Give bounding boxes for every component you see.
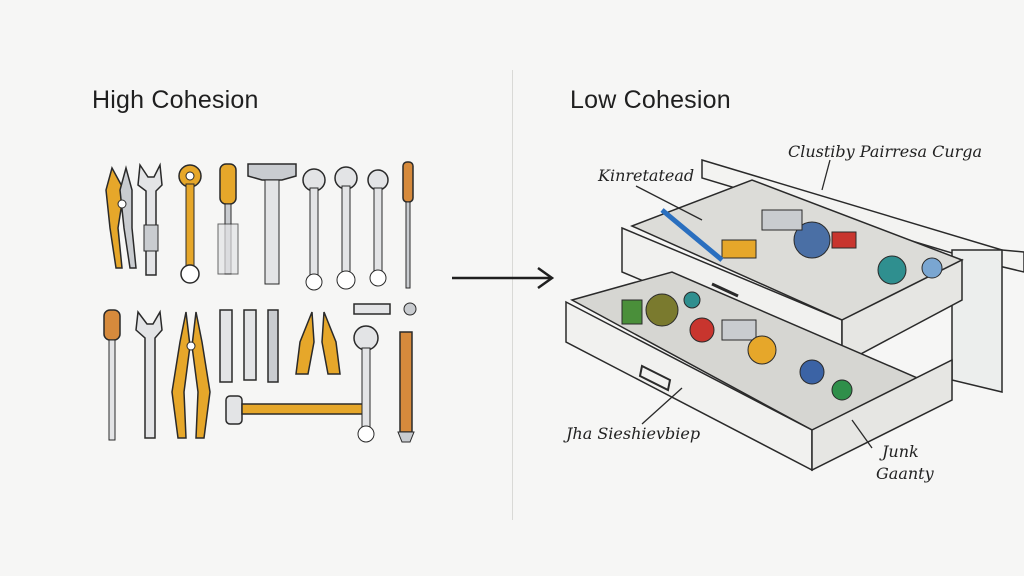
annotation-leader	[641, 387, 683, 425]
annotation-label: Clustiby Pairresa Curga	[788, 142, 983, 161]
wrench-icon	[367, 169, 389, 287]
panel-divider	[512, 70, 513, 520]
adjustable-wrench-icon	[135, 309, 163, 439]
annotation-label: Junk	[882, 442, 919, 461]
adjustable-wrench-icon	[137, 162, 163, 276]
wrench-icon	[302, 168, 326, 291]
wrench-icon	[334, 166, 358, 290]
high-cohesion-panel: High Cohesion	[92, 86, 417, 443]
tool-wall-illustration	[103, 161, 417, 443]
low-cohesion-title: Low Cohesion	[570, 86, 731, 114]
wrench-icon	[397, 331, 415, 443]
low-cohesion-panel: Low Cohesion	[512, 0, 1024, 576]
annotation-leader	[635, 185, 703, 221]
pliers-icon	[105, 165, 137, 269]
screwdriver-icon	[217, 163, 239, 275]
annotation-label: Jha Sieshievbiep	[566, 424, 701, 443]
annotation-leader	[821, 159, 831, 191]
pliers-icon	[295, 311, 341, 375]
annotation-label: Kinretatead	[598, 166, 695, 185]
wrench-icon	[178, 164, 202, 284]
high-cohesion-title: High Cohesion	[92, 86, 259, 114]
messy-drawer-illustration	[565, 158, 1024, 472]
socket-icon	[353, 302, 417, 316]
hammer-icon	[225, 395, 367, 425]
wrench-icon	[247, 163, 297, 285]
screwdriver-icon	[103, 309, 121, 441]
screwdriver-icon	[402, 161, 414, 289]
wrench-icon	[353, 325, 379, 443]
right-arrow-icon	[452, 266, 555, 290]
socket-icon	[219, 309, 279, 383]
annotation-leader	[851, 419, 873, 449]
lower-drawer	[565, 271, 953, 472]
pliers-icon	[171, 311, 211, 439]
annotation-label: Gaanty	[876, 464, 934, 483]
